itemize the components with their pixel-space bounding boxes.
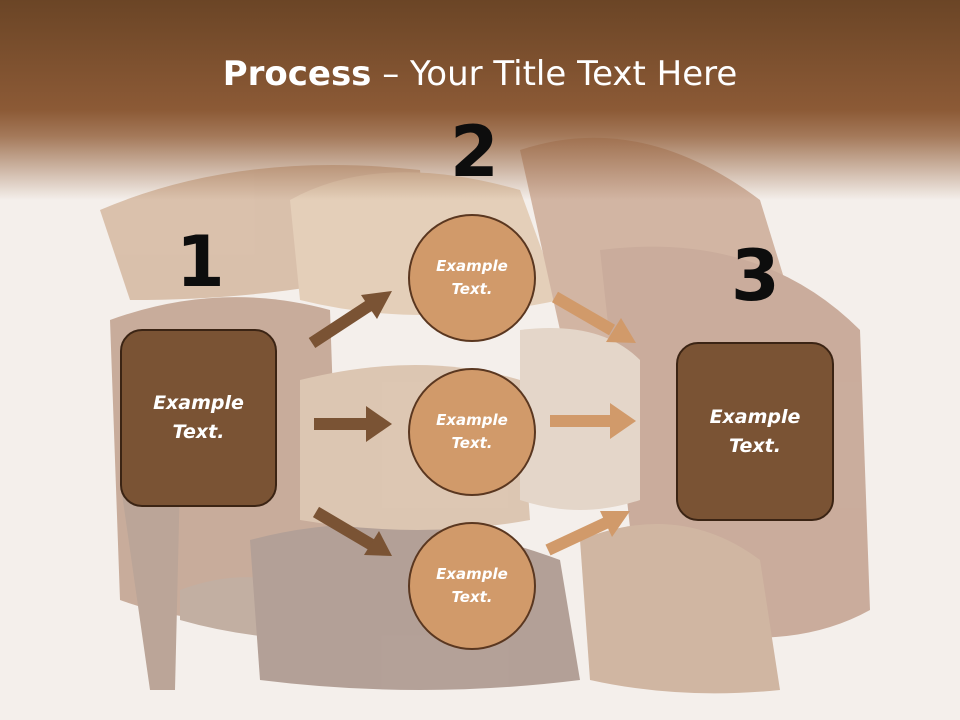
arrow-to-middle-circle bbox=[314, 406, 392, 442]
circle-middle-line2: Text. bbox=[451, 434, 493, 452]
right-box[interactable]: Example Text. bbox=[676, 342, 834, 521]
left-box-line2: Text. bbox=[172, 421, 225, 443]
circle-top-line1: Example bbox=[436, 257, 508, 275]
title-strong: Process bbox=[222, 54, 372, 94]
right-box-line2: Text. bbox=[729, 434, 781, 457]
circle-top-line2: Text. bbox=[451, 280, 493, 298]
circle-bottom[interactable]: Example Text. bbox=[408, 522, 536, 650]
arrow-from-top-circle bbox=[551, 291, 636, 343]
circle-bottom-line1: Example bbox=[436, 565, 508, 583]
circle-bottom-line2: Text. bbox=[451, 588, 493, 606]
circle-middle-line1: Example bbox=[436, 411, 508, 429]
right-box-line1: Example bbox=[709, 405, 801, 428]
step-number-3: 3 bbox=[731, 235, 780, 317]
step-number-1: 1 bbox=[176, 221, 225, 303]
left-box-line1: Example bbox=[153, 392, 244, 414]
circle-top[interactable]: Example Text. bbox=[408, 214, 536, 342]
arrow-from-bottom-circle bbox=[545, 511, 630, 556]
step-number-2: 2 bbox=[450, 111, 499, 193]
arrow-to-top-circle bbox=[308, 291, 392, 349]
header-band bbox=[0, 0, 960, 200]
arrow-from-middle-circle bbox=[550, 403, 636, 439]
page-title: Process – Your Title Text Here bbox=[0, 52, 960, 96]
circle-middle[interactable]: Example Text. bbox=[408, 368, 536, 496]
left-box[interactable]: Example Text. bbox=[120, 329, 277, 507]
title-rest: – Your Title Text Here bbox=[371, 54, 738, 94]
arrow-to-bottom-circle bbox=[312, 506, 392, 556]
